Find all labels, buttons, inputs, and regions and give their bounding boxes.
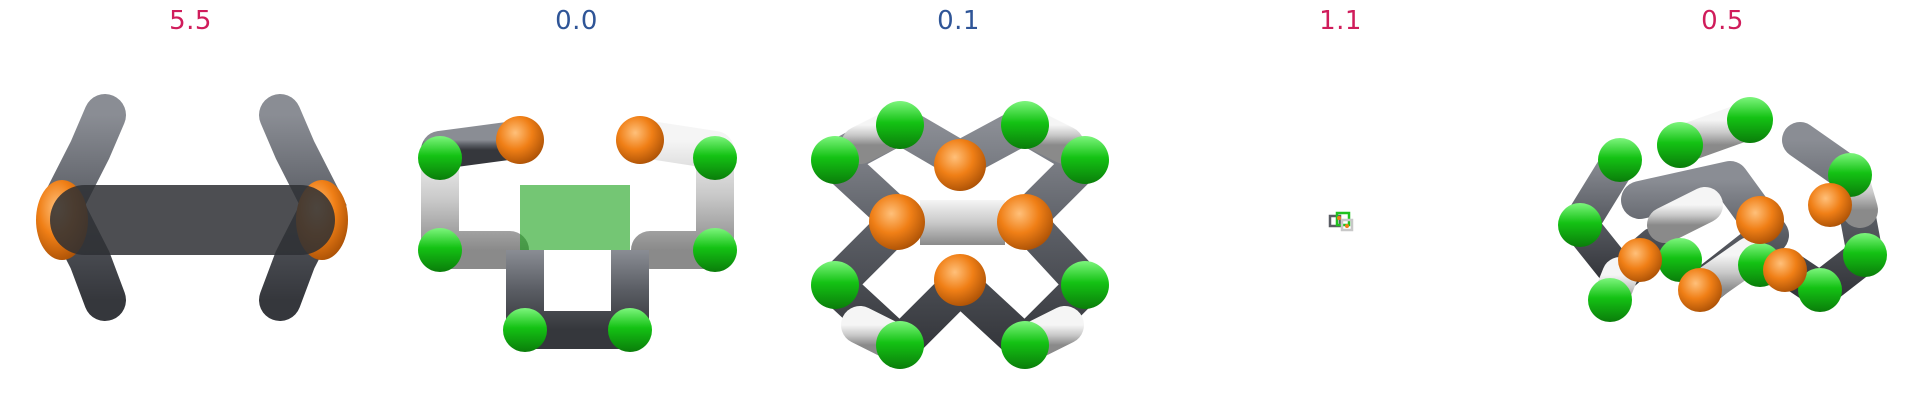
molecule-structure-4 [1328,211,1354,232]
panel-3: 0.1 [768,0,1149,416]
molecule-structure-2 [418,116,737,352]
energy-label-4: 1.1 [1319,6,1362,36]
panel-4: 1.1 [1150,0,1531,416]
molecule-structure-1 [36,94,348,321]
energy-label-5: 0.5 [1701,6,1744,36]
molecule-structure-5 [1558,97,1887,322]
energy-label-2: 0.0 [555,6,598,36]
energy-label-3: 0.1 [937,6,980,36]
molecule-structure-3 [811,101,1109,369]
panel-1: 5.5 [0,0,381,416]
panel-5: 0.5 [1532,0,1907,416]
panel-2: 0.0 [386,0,767,416]
energy-label-1: 5.5 [169,6,212,36]
